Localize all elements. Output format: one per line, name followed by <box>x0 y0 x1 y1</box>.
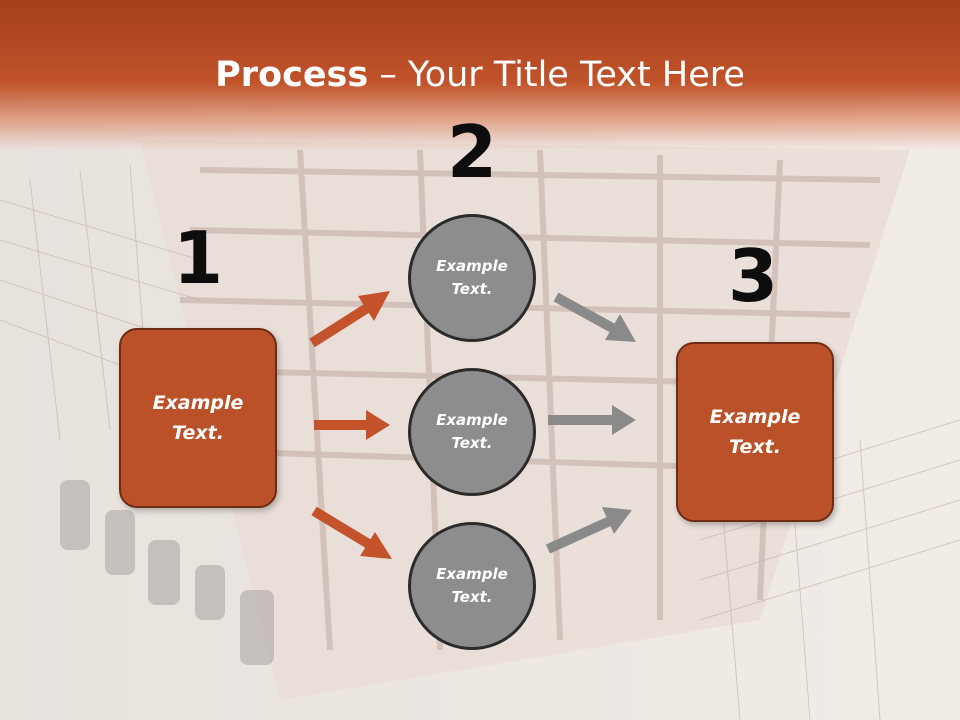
circle-middle-label: Example Text. <box>436 411 508 452</box>
title-separator: – <box>368 55 408 95</box>
arrow-to-bottom <box>311 506 392 559</box>
circle-bottom: Example Text. <box>408 522 536 650</box>
arrow-to-top <box>309 291 390 348</box>
circle-middle: Example Text. <box>408 368 536 496</box>
step-box-left-label: Example Text. <box>152 392 244 444</box>
arrow-from-bottom <box>545 507 632 554</box>
step-box-right: Example Text. <box>676 342 834 522</box>
step-number-3: 3 <box>727 234 779 318</box>
circle-bottom-label: Example Text. <box>436 565 508 606</box>
arrow-to-middle <box>314 410 390 440</box>
step-number-1: 1 <box>172 216 224 300</box>
title-bold: Process <box>215 55 369 95</box>
title-rest: Your Title Text Here <box>407 55 745 95</box>
circle-top: Example Text. <box>408 214 536 342</box>
slide-title: Process – Your Title Text Here <box>0 52 960 98</box>
arrow-from-top <box>553 292 636 342</box>
step-number-2: 2 <box>446 110 498 194</box>
step-box-right-label: Example Text. <box>709 406 801 458</box>
step-box-left: Example Text. <box>119 328 277 508</box>
circle-top-label: Example Text. <box>436 257 508 298</box>
title-bar <box>0 0 960 150</box>
arrow-from-middle <box>548 405 636 435</box>
